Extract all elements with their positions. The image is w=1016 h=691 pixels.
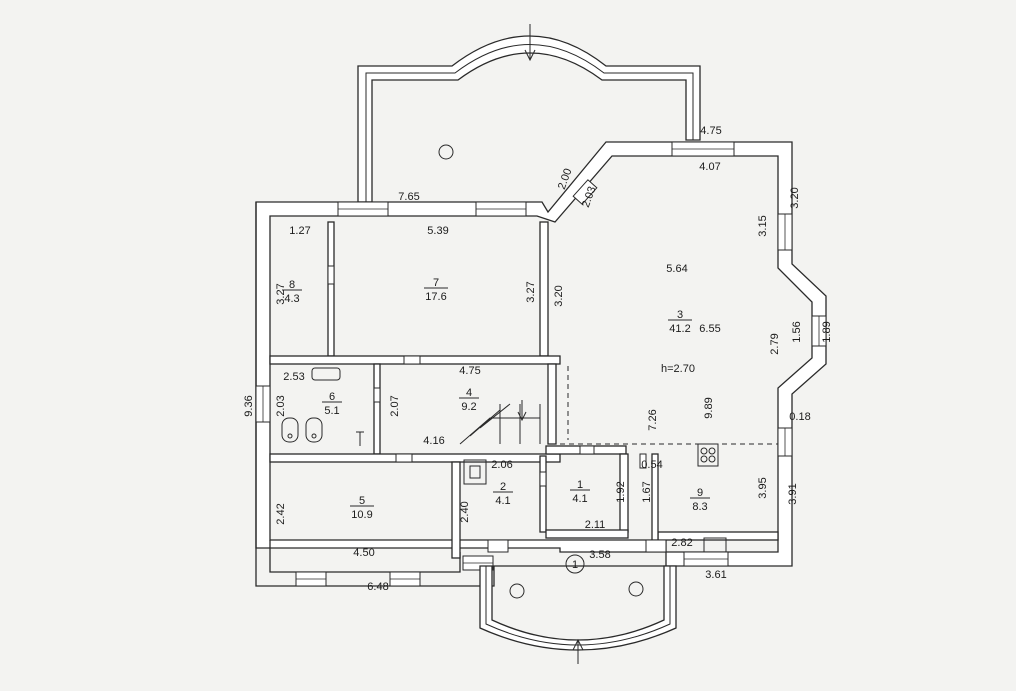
- dim-4-07: 4.07: [699, 161, 720, 173]
- entrance-marker-circle: [565, 554, 585, 574]
- dim-6-55: 6.55: [699, 323, 720, 335]
- column-icon: [628, 581, 644, 597]
- room-9-number: 9: [697, 487, 703, 499]
- room-7-number: 7: [433, 277, 439, 289]
- room-4-area: 9.2: [461, 401, 476, 413]
- toilet-icon: [281, 417, 323, 443]
- dim-2-53: 2.53: [283, 371, 304, 383]
- dim-1-89: 1.89: [821, 321, 833, 342]
- dim-4-16: 4.16: [423, 435, 444, 447]
- dim-2-03-left: 2.03: [275, 395, 287, 416]
- dim-2-79: 2.79: [769, 333, 781, 354]
- dim-2-40: 2.40: [459, 501, 471, 522]
- dim-3-27-mid: 3.27: [525, 281, 537, 302]
- shower-icon: [356, 431, 364, 446]
- dim-3-15: 3.15: [757, 215, 769, 236]
- dim-9-89: 9.89: [703, 397, 715, 418]
- dim-7-26: 7.26: [647, 409, 659, 430]
- dim-5-39: 5.39: [427, 225, 448, 237]
- dim-2-06: 2.06: [491, 459, 512, 471]
- room-5-area: 10.9: [351, 509, 372, 521]
- doors: [327, 265, 667, 553]
- dim-2-42: 2.42: [275, 503, 287, 524]
- dim-3-58: 3.58: [589, 549, 610, 561]
- dim-6-48: 6.48: [367, 581, 388, 593]
- dim-2-82: 2.82: [671, 537, 692, 549]
- room-8-number: 8: [289, 279, 295, 291]
- dim-h: h=2.70: [661, 363, 695, 375]
- room-6-area: 5.1: [324, 405, 339, 417]
- top-porch: [357, 24, 701, 203]
- room-9-area: 8.3: [692, 501, 707, 513]
- room-labels: 7 17.6 8 4.3 3 41.2 6 5.1 4 9.2 5 10.9 2…: [282, 277, 710, 521]
- dim-3-95: 3.95: [757, 477, 769, 498]
- bottom-porch: 1: [479, 554, 677, 664]
- dim-3-20-mid: 3.20: [553, 285, 565, 306]
- room-6-number: 6: [329, 391, 335, 403]
- dim-0-54: 0.54: [641, 459, 662, 471]
- room-2-number: 2: [500, 481, 506, 493]
- room-3-area: 41.2: [669, 323, 690, 335]
- washer-icon: [463, 459, 487, 485]
- dim-9-36: 9.36: [243, 395, 255, 416]
- sink-icon: [311, 367, 341, 381]
- column-icon: [509, 583, 525, 599]
- dim-2-11: 2.11: [585, 519, 606, 531]
- room-1-area: 4.1: [572, 493, 587, 505]
- dim-5-64: 5.64: [666, 263, 687, 275]
- windows: [255, 141, 827, 587]
- entrance-marker-label: 1: [572, 559, 578, 571]
- room-3-number: 3: [677, 309, 683, 321]
- dim-1-92: 1.92: [615, 481, 627, 502]
- dim-3-27-left: 3.27: [275, 283, 287, 304]
- room-5-number: 5: [359, 495, 365, 507]
- kitchen-sink-icon: [703, 537, 727, 553]
- dim-3-20-right: 3.20: [789, 187, 801, 208]
- dim-1-27: 1.27: [289, 225, 310, 237]
- room-1-number: 1: [577, 479, 583, 491]
- room-4-number: 4: [466, 387, 472, 399]
- dimension-labels: 4.75 4.07 3.20 3.15 2.00 2.03 7.65 1.27 …: [243, 125, 833, 593]
- dim-4-75-top: 4.75: [700, 125, 721, 137]
- dim-0-18: 0.18: [789, 411, 810, 423]
- room-2-area: 4.1: [495, 495, 510, 507]
- fixtures: [281, 367, 727, 553]
- dim-4-50: 4.50: [353, 547, 374, 559]
- room-8-area: 4.3: [284, 293, 299, 305]
- dim-1-56: 1.56: [791, 321, 803, 342]
- dim-1-67: 1.67: [641, 481, 653, 502]
- dim-3-61: 3.61: [705, 569, 726, 581]
- dim-4-75-mid: 4.75: [459, 365, 480, 377]
- column-icon: [438, 144, 454, 160]
- dim-7-65: 7.65: [398, 191, 419, 203]
- dim-3-91: 3.91: [787, 483, 799, 504]
- room-7-area: 17.6: [425, 291, 446, 303]
- stove-icon: [697, 443, 719, 467]
- dim-2-07: 2.07: [389, 395, 401, 416]
